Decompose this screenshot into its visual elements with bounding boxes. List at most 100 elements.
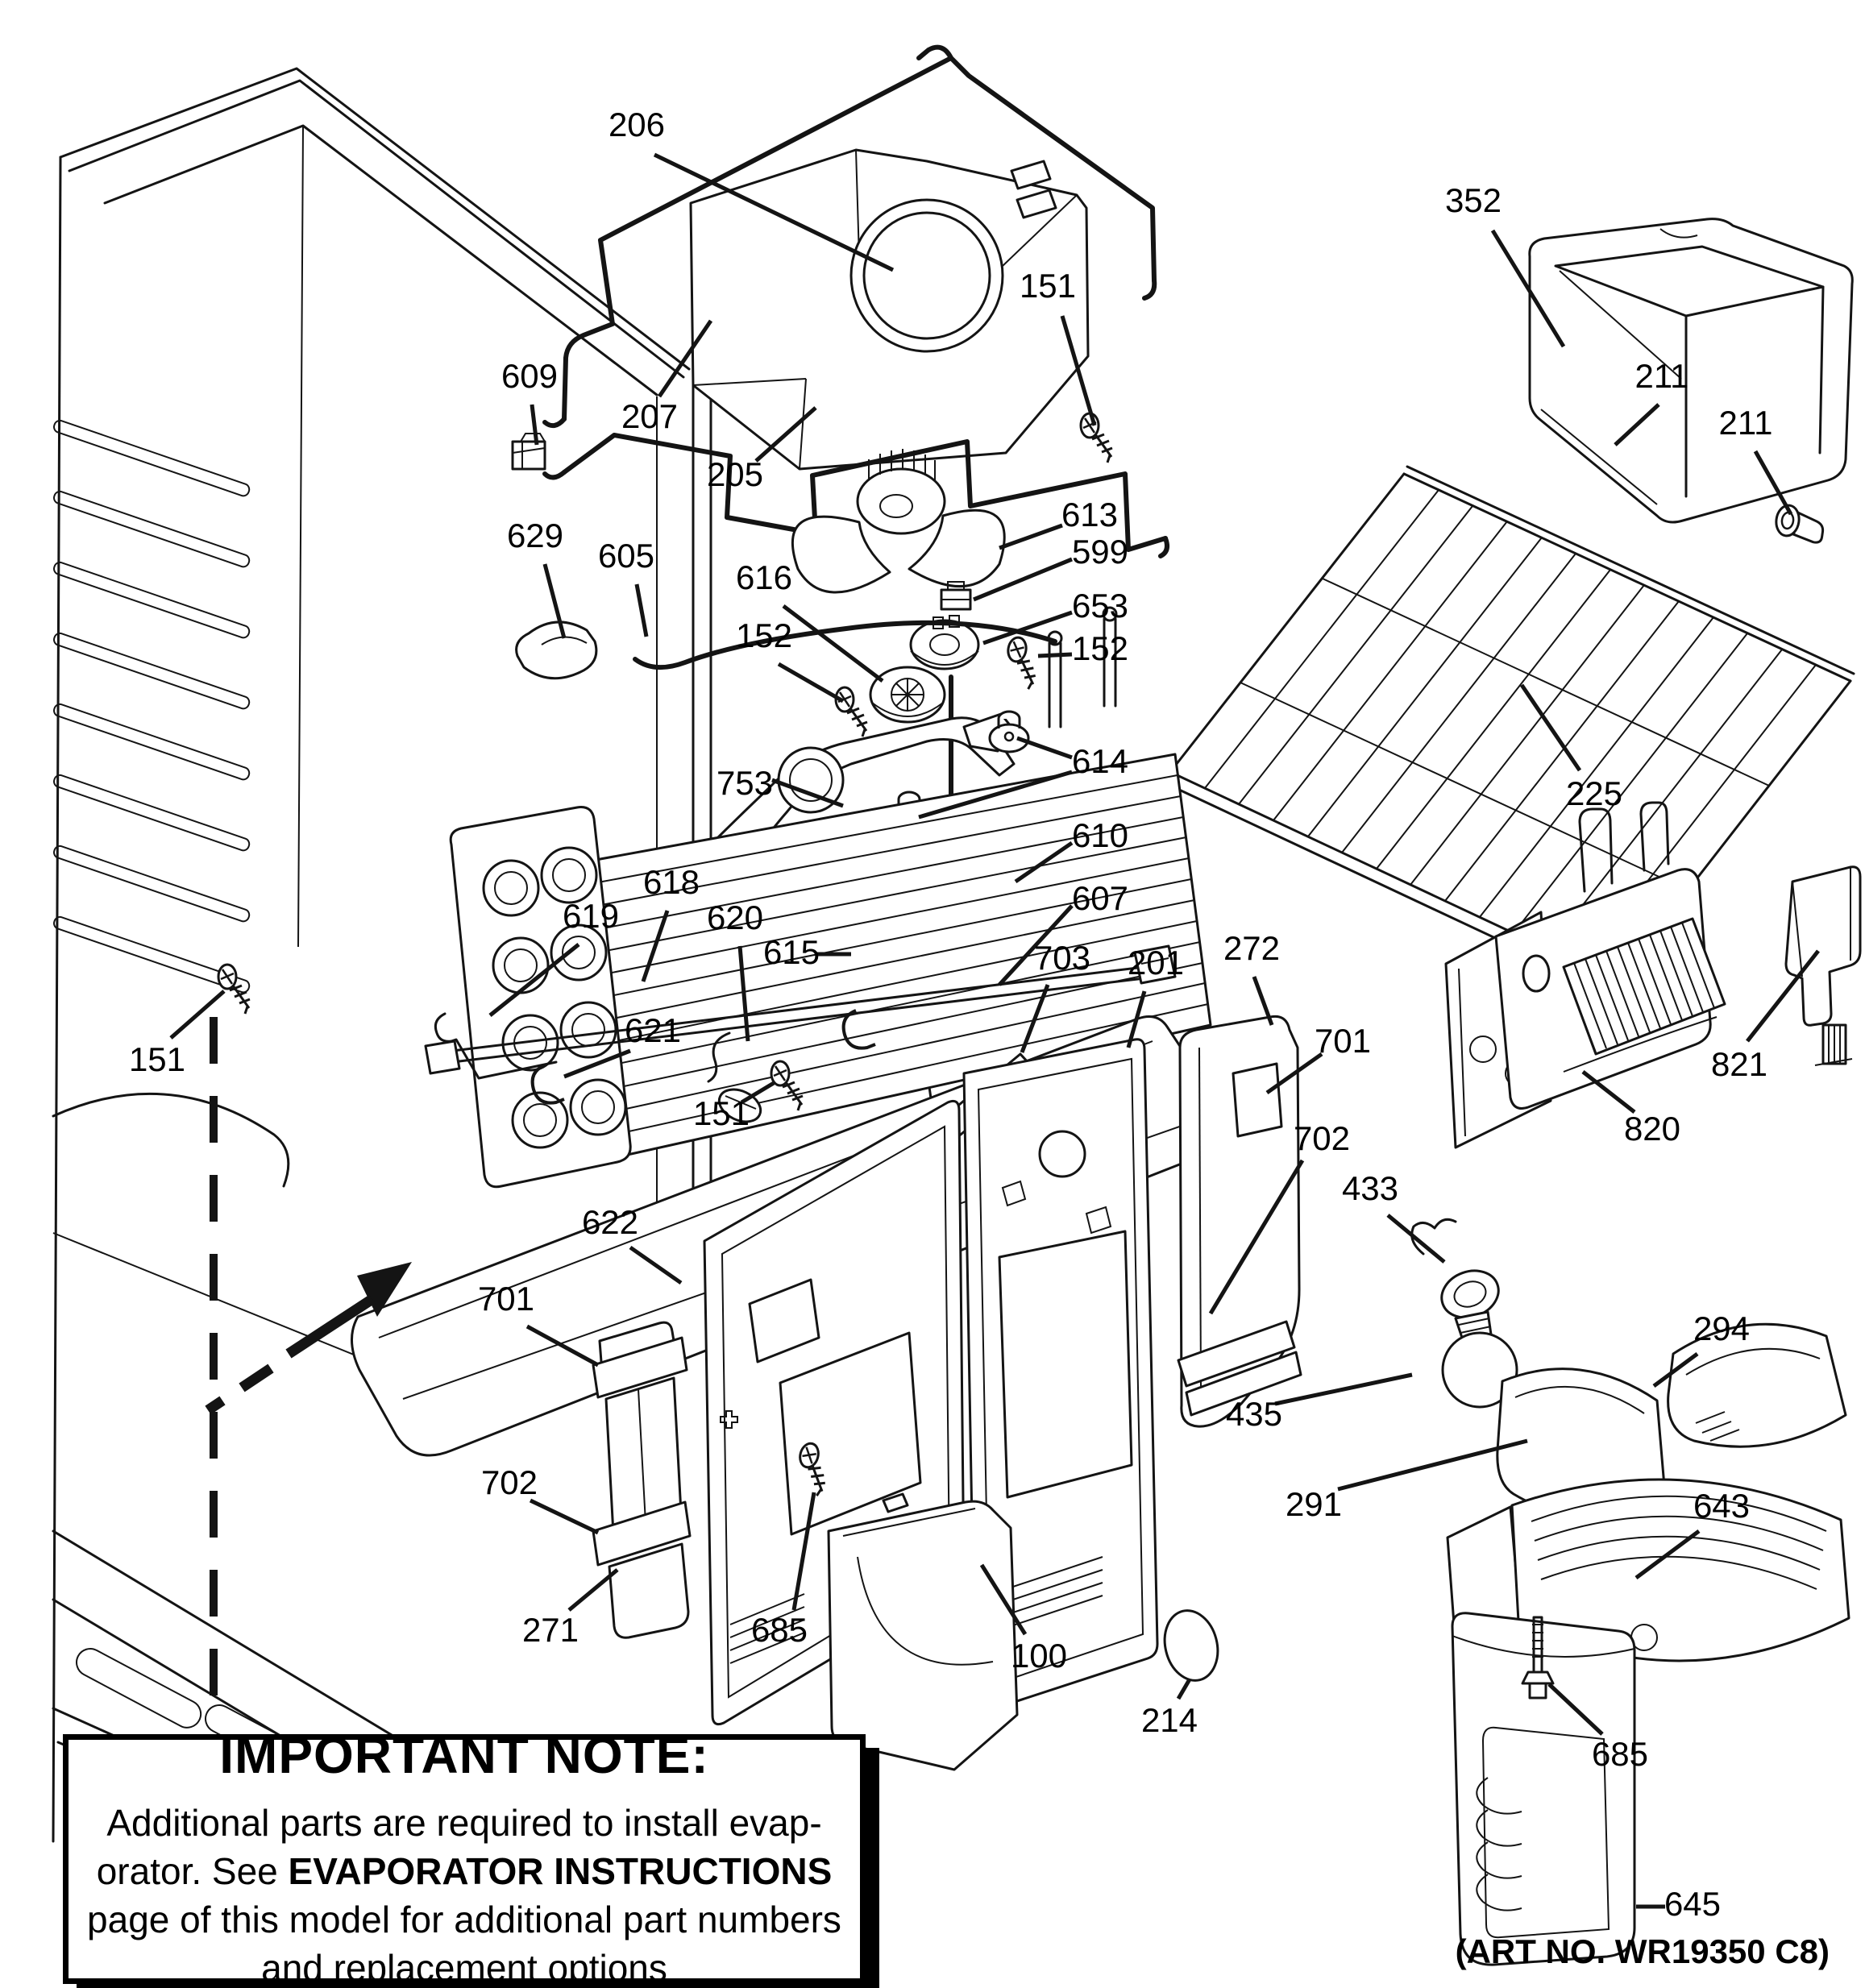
callout-291: 291 [1286, 1485, 1342, 1523]
callout-629: 629 [507, 517, 563, 554]
direction-arrow [205, 1262, 412, 1415]
callout-618: 618 [643, 863, 700, 901]
light-bulb-435 [1441, 1310, 1518, 1409]
leader-629 [542, 563, 567, 639]
callout-620: 620 [707, 899, 763, 936]
note-title: IMPORTANT NOTE: [219, 1726, 709, 1785]
leader-614 [1016, 736, 1073, 760]
callout-214: 214 [1141, 1701, 1198, 1739]
leader-702 [529, 1498, 600, 1535]
note-line-1: Additional parts are required to install… [106, 1802, 822, 1845]
callout-753: 753 [717, 764, 773, 802]
leader-614 [918, 770, 1073, 820]
note-line-4: and replacement options [261, 1946, 667, 1988]
leader-272 [1252, 976, 1274, 1026]
fan-housing-207 [689, 148, 1090, 471]
icemaker-820 [1444, 801, 1726, 1149]
leader-205 [754, 406, 817, 463]
liner-ribs [53, 419, 251, 994]
leader-294 [1652, 1351, 1699, 1388]
leader-151 [1060, 315, 1097, 426]
callout-100: 100 [1011, 1637, 1067, 1675]
callout-702: 702 [481, 1463, 538, 1501]
leader-643 [1634, 1529, 1701, 1580]
shaft-clip-599 [940, 581, 972, 611]
suction-tube-605 [633, 620, 1057, 670]
callout-616: 616 [736, 558, 792, 596]
leader-352 [1490, 229, 1566, 348]
callout-605: 605 [598, 537, 654, 575]
leader-622 [629, 1245, 683, 1285]
callout-352: 352 [1445, 181, 1502, 219]
callout-151: 151 [129, 1040, 185, 1078]
screw-151 [1079, 412, 1114, 464]
duct-tab-701 [1232, 1062, 1283, 1138]
callout-layer: 2062072051513522112116096296056135996166… [129, 106, 1820, 1923]
callout-206: 206 [609, 106, 665, 143]
leader-435 [1274, 1372, 1413, 1406]
callout-820: 820 [1624, 1110, 1680, 1148]
grommet-214 [1163, 1609, 1219, 1682]
bolt-685 [1521, 1616, 1555, 1700]
leader-702 [1208, 1159, 1305, 1315]
left-duct-271 [592, 1321, 692, 1639]
lamp-cover-643 [1446, 1478, 1850, 1662]
fill-cup-821 [1784, 865, 1862, 1066]
callout-643: 643 [1693, 1487, 1750, 1525]
leader-152 [777, 662, 845, 703]
important-note-box: IMPORTANT NOTE: Additional parts are req… [63, 1726, 866, 1988]
leader-701 [1265, 1052, 1323, 1095]
shelf-pin [1772, 502, 1827, 545]
leader-271 [567, 1568, 619, 1612]
wire-bracket-upper-206 [542, 44, 1157, 429]
callout-615: 615 [763, 933, 820, 971]
leader-613 [999, 523, 1063, 550]
callout-211: 211 [1635, 357, 1689, 395]
art-number: (ART NO. WR19350 C8) [1455, 1932, 1830, 1970]
evaporator-fins [575, 774, 1209, 1137]
motor-mount-616 [869, 666, 946, 724]
shelf-wires [1204, 489, 1817, 966]
wire-bracket-lower-205 [542, 433, 1169, 558]
leader-621 [563, 1048, 631, 1079]
leader-206 [653, 152, 895, 272]
note-line-3: page of this model for additional part n… [87, 1899, 841, 1940]
drain-pan-100 [827, 1492, 1019, 1771]
callout-701: 701 [1315, 1022, 1371, 1060]
leader-701 [525, 1324, 600, 1368]
leader-619 [488, 943, 580, 1017]
leader-291 [1337, 1438, 1528, 1492]
callout-821: 821 [1711, 1045, 1767, 1083]
leader-607 [998, 904, 1074, 986]
note-line-2-bold: EVAPORATOR INSTRUCTIONS [288, 1850, 833, 1893]
leader-207 [657, 319, 713, 398]
callout-653: 653 [1072, 587, 1128, 625]
callout-211: 211 [1719, 404, 1773, 442]
callout-271: 271 [522, 1611, 579, 1649]
callout-703: 703 [1034, 939, 1090, 977]
callout-152: 152 [1072, 629, 1128, 667]
leader-599 [973, 557, 1073, 602]
leader-820 [1581, 1070, 1636, 1114]
callout-613: 613 [1061, 496, 1118, 533]
leader-151 [740, 1081, 775, 1105]
icemaker-fins [1563, 922, 1715, 1053]
callout-619: 619 [563, 897, 619, 935]
callout-205: 205 [707, 455, 763, 493]
callout-294: 294 [1693, 1309, 1750, 1347]
clip-609 [511, 433, 546, 471]
leader-211 [1614, 403, 1660, 446]
leader-685 [791, 1492, 816, 1611]
callout-207: 207 [621, 397, 678, 435]
shield-insert-294 [1667, 1322, 1847, 1448]
defrost-heater-618 [424, 944, 1177, 1075]
leader-703 [1020, 984, 1050, 1053]
leader-433 [1386, 1214, 1446, 1264]
note-line-2-pre: orator. See [96, 1850, 289, 1893]
callout-607: 607 [1072, 879, 1128, 917]
callout-599: 599 [1072, 533, 1128, 571]
leader-610 [1014, 840, 1074, 884]
callout-685: 685 [1592, 1735, 1648, 1773]
leader-225 [1519, 683, 1582, 772]
thermostat-wire-619 [434, 1012, 558, 1080]
